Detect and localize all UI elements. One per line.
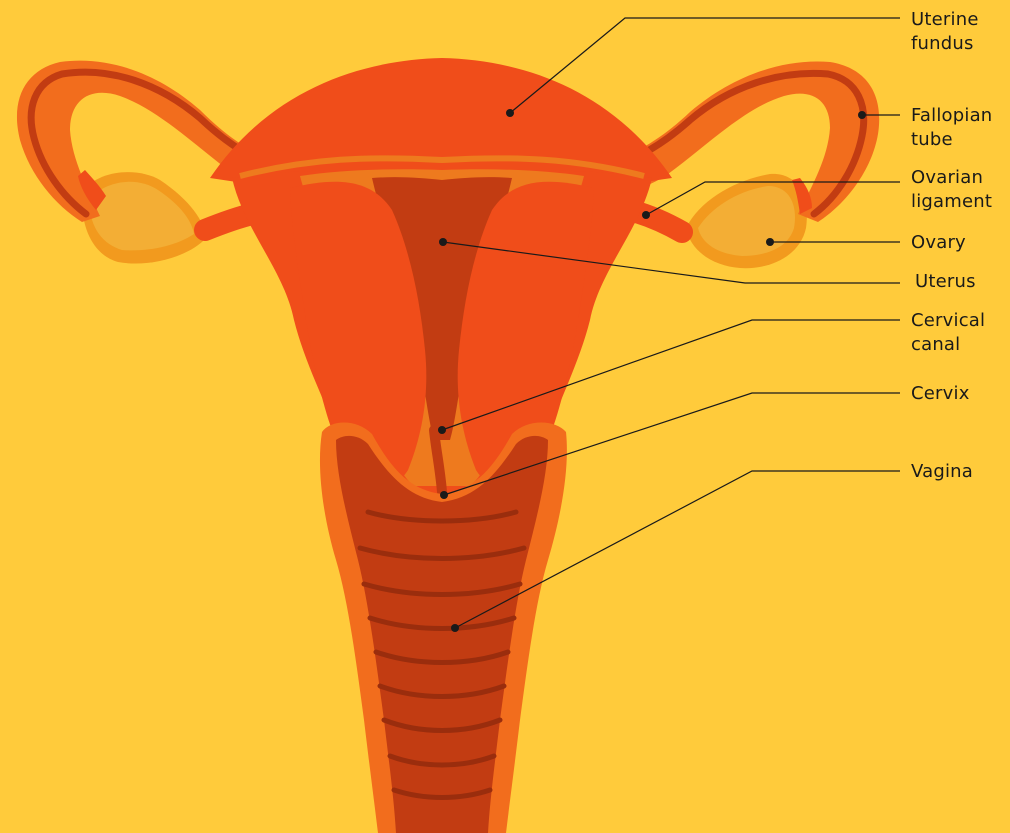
label-ovary: Ovary: [911, 231, 966, 255]
label-uterus-line1: Uterus: [915, 270, 976, 294]
pointer-dot-cervical-canal: [438, 426, 446, 434]
label-ovarian-ligament: Ovarian ligament: [911, 166, 992, 214]
label-cervical-canal-line2: canal: [911, 333, 985, 357]
label-fallopian-tube: Fallopian tube: [911, 104, 992, 152]
label-uterine-fundus: Uterine fundus: [911, 8, 979, 56]
right-ovary: [686, 174, 807, 268]
left-ovary: [82, 172, 206, 263]
label-uterus: Uterus: [915, 270, 976, 294]
label-ovarian-ligament-line2: ligament: [911, 190, 992, 214]
label-vagina-line1: Vagina: [911, 460, 973, 484]
label-ovary-line1: Ovary: [911, 231, 966, 255]
label-cervix-line1: Cervix: [911, 382, 970, 406]
label-cervix: Cervix: [911, 382, 970, 406]
pointer-dot-uterine-fundus: [506, 109, 514, 117]
pointer-dot-ovarian-ligament: [642, 211, 650, 219]
pointer-dot-uterus: [439, 238, 447, 246]
label-cervical-canal: Cervical canal: [911, 309, 985, 357]
label-cervical-canal-line1: Cervical: [911, 309, 985, 333]
label-fallopian-tube-line2: tube: [911, 128, 992, 152]
pointer-dot-vagina: [451, 624, 459, 632]
pointer-dot-fallopian-tube: [858, 111, 866, 119]
label-uterine-fundus-line2: fundus: [911, 32, 979, 56]
label-uterine-fundus-line1: Uterine: [911, 8, 979, 32]
label-ovarian-ligament-line1: Ovarian: [911, 166, 992, 190]
pointer-dot-cervix: [440, 491, 448, 499]
label-vagina: Vagina: [911, 460, 973, 484]
label-fallopian-tube-line1: Fallopian: [911, 104, 992, 128]
pointer-dot-ovary: [766, 238, 774, 246]
